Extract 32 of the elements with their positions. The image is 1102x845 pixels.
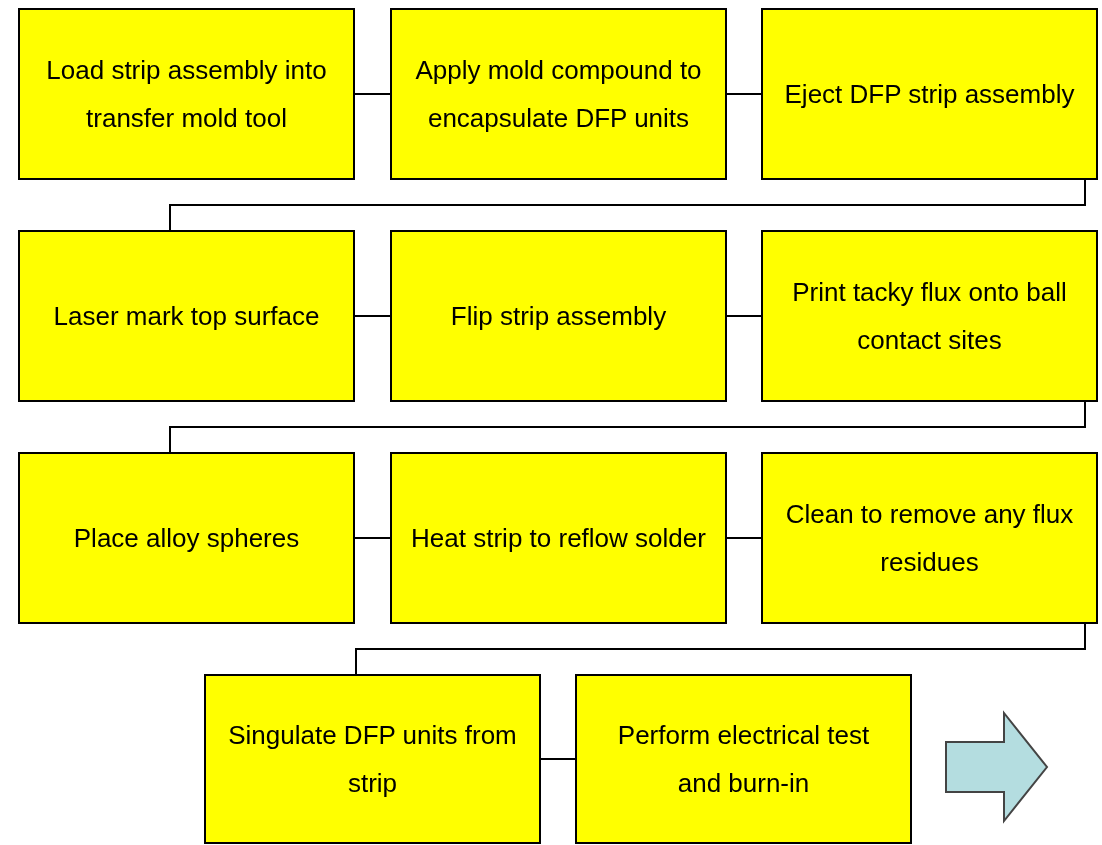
connector-line (540, 758, 576, 760)
process-box (390, 230, 727, 402)
connector-line (726, 537, 762, 539)
connector-line (354, 93, 391, 95)
step-text: Perform electrical test and burn-in (616, 719, 871, 800)
step-text: Print tacky flux onto ball contact sites (791, 276, 1068, 357)
process-box (18, 452, 355, 624)
process-box (390, 8, 727, 180)
process-box (575, 674, 912, 844)
process-box (18, 230, 355, 402)
connector-line (355, 623, 1086, 675)
step-text: Apply mold compound to encapsulate DFP units (414, 54, 703, 135)
connector-line (169, 401, 1086, 453)
step-text: Eject DFP strip assembly (784, 78, 1075, 111)
process-box (18, 8, 355, 180)
step-text: Place alloy spheres (73, 522, 300, 555)
step-text: Singulate DFP units from strip (227, 719, 518, 800)
connector-line (726, 93, 762, 95)
process-box (761, 8, 1098, 180)
step-text: Clean to remove any flux residues (784, 498, 1075, 579)
process-box (761, 230, 1098, 402)
connector-line (169, 179, 1086, 231)
step-text: Laser mark top surface (53, 300, 320, 333)
process-box (204, 674, 541, 844)
connector-line (354, 537, 391, 539)
step-text: Flip strip assembly (450, 300, 667, 333)
process-box (761, 452, 1098, 624)
step-text: Load strip assembly into transfer mold tool (45, 54, 328, 135)
step-text: Heat strip to reflow solder (411, 522, 706, 555)
connector-line (726, 315, 762, 317)
connector-line (354, 315, 391, 317)
process-box (390, 452, 727, 624)
